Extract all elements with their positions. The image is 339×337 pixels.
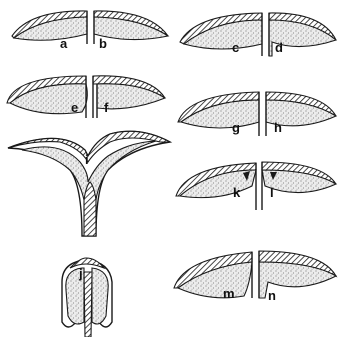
panel-label-d: d: [275, 40, 283, 55]
panel-label-a: a: [60, 36, 68, 51]
panel-label-e: e: [71, 100, 78, 115]
panel-label-k: k: [233, 185, 241, 200]
panel-label-g: g: [232, 120, 240, 135]
panel-label-n: n: [268, 288, 276, 303]
panel-label-f: f: [104, 100, 109, 115]
panel-label-h: h: [274, 120, 282, 135]
panel-label-m: m: [223, 286, 235, 301]
panel-g: [178, 92, 259, 136]
panel-i: [8, 131, 170, 236]
panel-label-l: l: [270, 185, 274, 200]
panel-label-b: b: [99, 36, 107, 51]
panel-j: [62, 258, 112, 337]
panel-label-c: c: [232, 40, 239, 55]
panel-c: [180, 13, 262, 56]
panel-a: [12, 11, 87, 44]
panel-m: [174, 252, 252, 298]
panel-label-i: i: [85, 152, 89, 167]
panel-k: [176, 163, 256, 210]
panel-label-j: j: [78, 266, 83, 281]
